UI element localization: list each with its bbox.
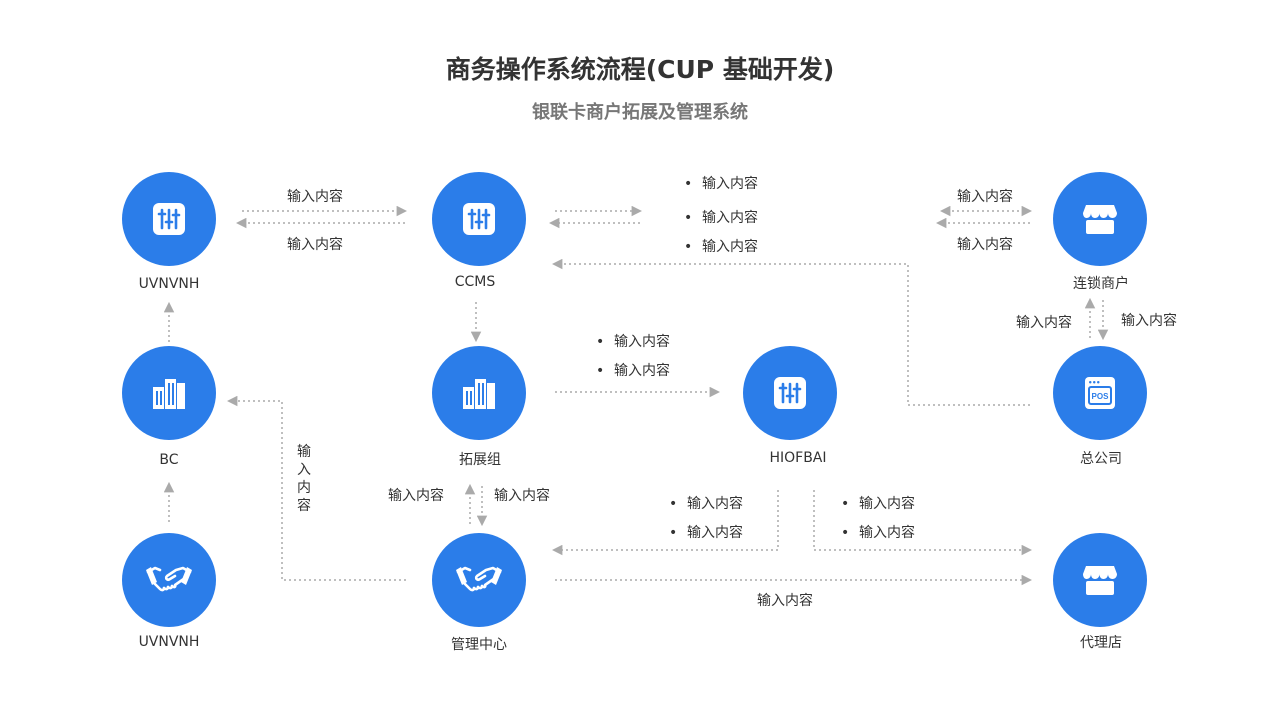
node-ccms[interactable] bbox=[432, 172, 526, 266]
page-subtitle: 银联卡商户拓展及管理系统 bbox=[532, 102, 748, 123]
node-uvnvnh-top[interactable] bbox=[122, 172, 216, 266]
pos-terminal-icon: POS bbox=[1085, 377, 1115, 409]
bullet-text: 输入内容 bbox=[687, 496, 743, 512]
edge-label: 输入内容 bbox=[287, 189, 343, 205]
bullet-label: •输入内容 bbox=[684, 239, 758, 255]
edge-label: 输入内容 bbox=[388, 488, 444, 504]
node-expansion-group[interactable] bbox=[432, 346, 526, 440]
edge-hiofbai-to-agent bbox=[813, 490, 1033, 556]
node-label-management-center: 管理中心 bbox=[451, 637, 507, 653]
bullet-label: •输入内容 bbox=[684, 176, 758, 192]
edge-label: 输入内容 bbox=[494, 488, 550, 504]
sliders-icon bbox=[153, 203, 185, 235]
bullet-text: 输入内容 bbox=[859, 496, 915, 512]
node-head-office[interactable]: POS bbox=[1053, 346, 1147, 440]
node-agent-store[interactable] bbox=[1053, 533, 1147, 627]
bullet-label: •输入内容 bbox=[669, 496, 743, 512]
node-label-expansion-group: 拓展组 bbox=[459, 452, 501, 468]
edge-label: 输入内容 bbox=[957, 237, 1013, 253]
pos-text: POS bbox=[1092, 392, 1110, 401]
edge-label: 输入内容 bbox=[957, 189, 1013, 205]
node-label-agent-store: 代理店 bbox=[1080, 635, 1122, 651]
buildings-icon bbox=[463, 379, 495, 409]
node-label-uvnvnh-top: UVNVNH bbox=[138, 276, 200, 292]
store-icon bbox=[1083, 205, 1117, 234]
node-chain-merchant[interactable] bbox=[1053, 172, 1147, 266]
node-uvnvnh-bottom[interactable] bbox=[122, 533, 216, 627]
bullet-text: 输入内容 bbox=[614, 363, 670, 379]
bullet-label: •输入内容 bbox=[596, 363, 670, 379]
page-title: 商务操作系统流程(CUP 基础开发) bbox=[445, 55, 835, 84]
edge-label: 输入内容 bbox=[757, 593, 813, 609]
handshake-icon bbox=[456, 566, 502, 592]
node-label-head-office: 总公司 bbox=[1080, 451, 1122, 467]
bullet-text: 输入内容 bbox=[859, 525, 915, 541]
node-bc[interactable] bbox=[122, 346, 216, 440]
handshake-icon bbox=[146, 566, 192, 592]
bullet-label: •输入内容 bbox=[841, 496, 915, 512]
bullet-label: •输入内容 bbox=[684, 210, 758, 226]
store-icon bbox=[1083, 566, 1117, 595]
edge-mgmt-to-bc bbox=[226, 395, 406, 581]
edge-label: 输入内容 bbox=[287, 237, 343, 253]
sliders-icon bbox=[463, 203, 495, 235]
node-hiofbai[interactable] bbox=[743, 346, 837, 440]
node-label-hiofbai: HIOFBAI bbox=[769, 450, 827, 466]
bullet-label: •输入内容 bbox=[596, 334, 670, 350]
bullet-text: 输入内容 bbox=[702, 210, 758, 226]
bullet-text: 输入内容 bbox=[687, 525, 743, 541]
bullet-label: •输入内容 bbox=[841, 525, 915, 541]
bullet-text: 输入内容 bbox=[702, 239, 758, 255]
bullet-label: •输入内容 bbox=[669, 525, 743, 541]
node-label-bc: BC bbox=[159, 452, 179, 468]
buildings-icon bbox=[153, 379, 185, 409]
edge-head-office-to-ccms bbox=[551, 258, 1030, 406]
bullet-text: 输入内容 bbox=[702, 176, 758, 192]
node-label-ccms: CCMS bbox=[454, 274, 496, 290]
edge-hiofbai-to-mgmt bbox=[551, 490, 779, 556]
edge-label-vertical: 输入内容 bbox=[297, 444, 311, 514]
edge-label: 输入内容 bbox=[1016, 315, 1072, 331]
node-label-uvnvnh-bottom: UVNVNH bbox=[138, 634, 200, 650]
edge-label: 输入内容 bbox=[1121, 313, 1177, 329]
node-label-chain-merchant: 连锁商户 bbox=[1073, 276, 1129, 292]
node-management-center[interactable] bbox=[432, 533, 526, 627]
bullet-text: 输入内容 bbox=[614, 334, 670, 350]
sliders-icon bbox=[774, 377, 806, 409]
